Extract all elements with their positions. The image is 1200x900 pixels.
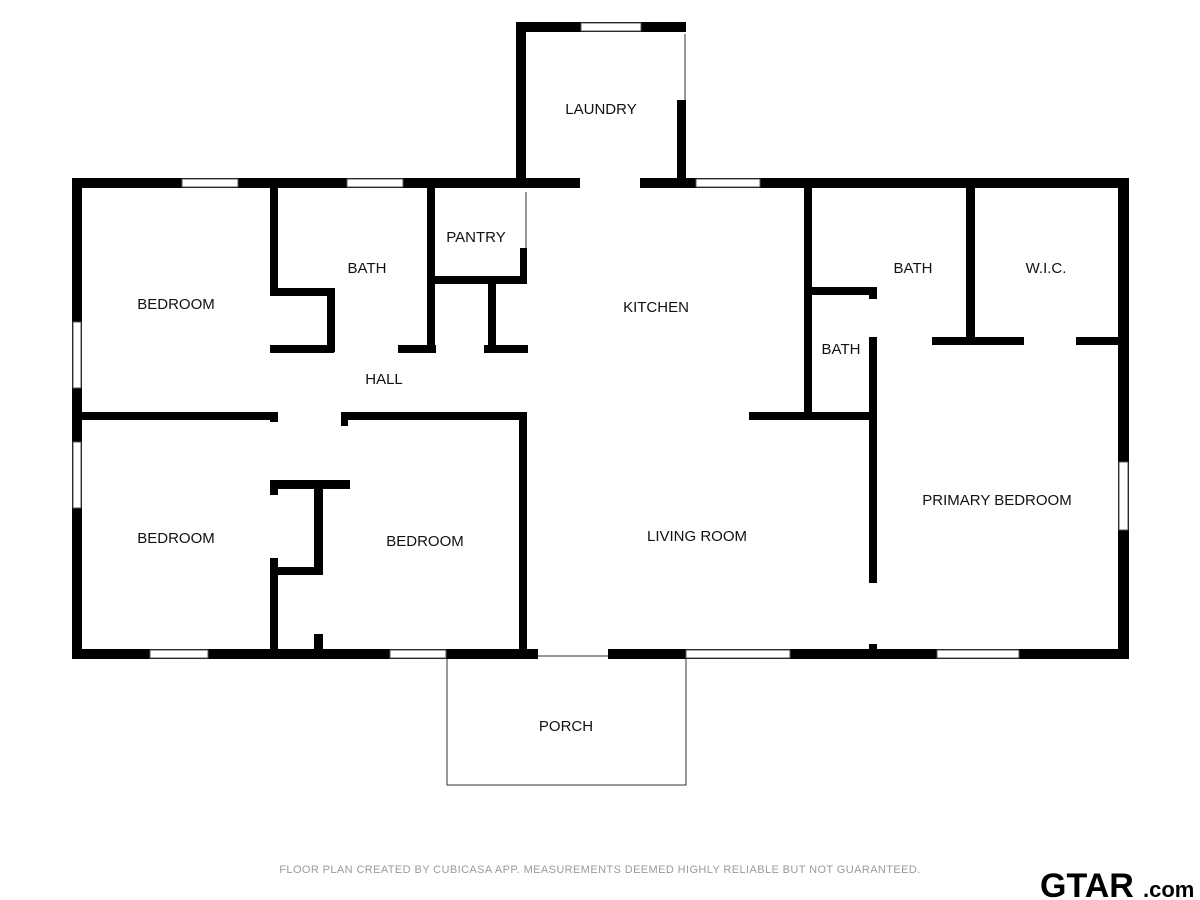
room-label-bedroom-bottom-left: BEDROOM xyxy=(137,530,215,547)
porch-outline xyxy=(446,655,687,786)
room-label-bath-left: BATH xyxy=(348,260,387,277)
room-label-living-room: LIVING ROOM xyxy=(647,528,747,545)
walls xyxy=(72,22,1129,659)
room-label-porch: PORCH xyxy=(539,718,593,735)
room-label-bath-small: BATH xyxy=(822,341,861,358)
room-label-bedroom-middle: BEDROOM xyxy=(386,533,464,550)
room-label-wic: W.I.C. xyxy=(1026,260,1067,277)
room-label-primary-bedroom: PRIMARY BEDROOM xyxy=(922,492,1071,509)
room-label-hall: HALL xyxy=(365,371,403,388)
logo-suffix-text: .com xyxy=(1143,877,1194,900)
room-labels: LAUNDRY PANTRY BATH BEDROOM HALL KITCHEN… xyxy=(137,101,1072,735)
room-label-bedroom-top-left: BEDROOM xyxy=(137,296,215,313)
room-label-laundry: LAUNDRY xyxy=(565,101,636,118)
logo-main-text: GTAR xyxy=(1040,867,1134,900)
disclaimer-text: FLOOR PLAN CREATED BY CUBICASA APP. MEAS… xyxy=(279,864,920,876)
gtar-logo: GTAR .com xyxy=(1040,867,1194,900)
room-label-pantry: PANTRY xyxy=(446,229,505,246)
windows xyxy=(72,22,1129,659)
room-label-bath-right: BATH xyxy=(894,260,933,277)
room-label-kitchen: KITCHEN xyxy=(623,299,689,316)
